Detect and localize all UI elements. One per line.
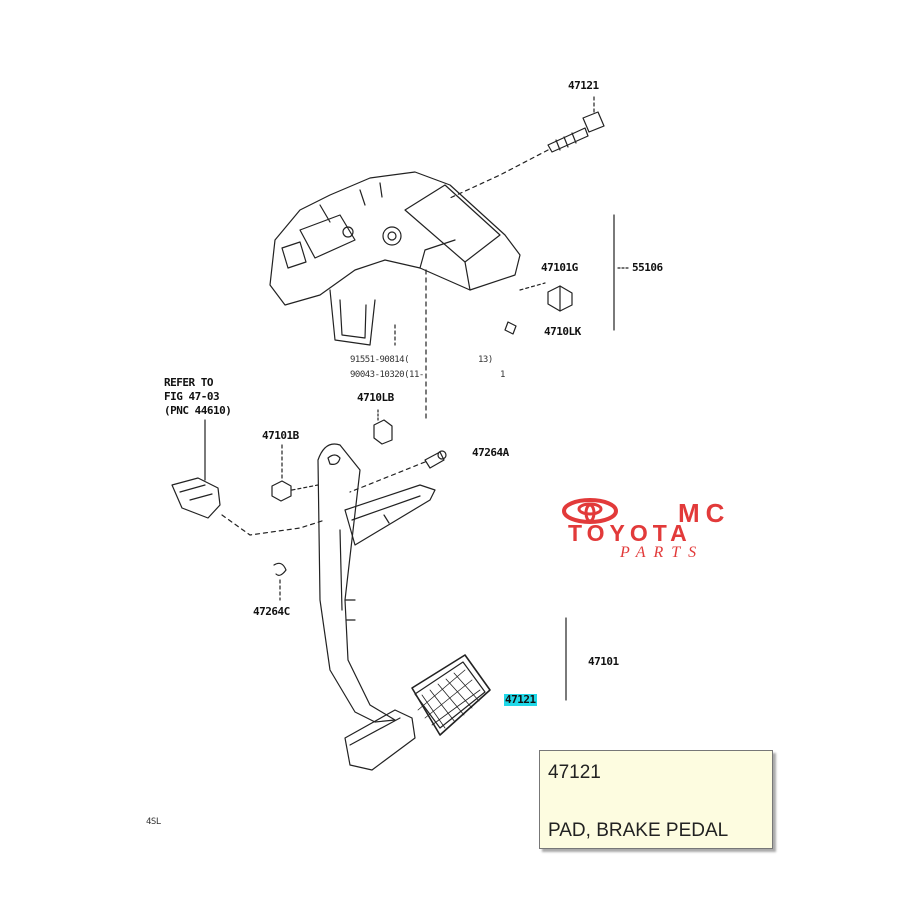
- callout-bolt-codes-3: 13): [478, 355, 493, 365]
- logo-line-mc: MC: [678, 498, 731, 528]
- callout-pin: 47264A: [472, 446, 509, 459]
- bushing-upper-drawing: [373, 419, 393, 445]
- logo-line-parts: PARTS: [620, 544, 705, 561]
- info-part-number: 47121: [548, 762, 601, 783]
- bushing-lower-drawing: [271, 480, 292, 502]
- pin-drawing: [424, 450, 447, 469]
- callout-refer-line-3: (PNC 44610): [164, 404, 232, 417]
- callout-refer-line-1: REFER TO: [164, 376, 213, 389]
- callout-clip: 47264C: [253, 605, 290, 618]
- callout-bolt-codes-2: 90043-10320(11-: [350, 370, 424, 380]
- info-part-description: PAD, BRAKE PEDAL: [548, 820, 729, 841]
- callout-refer-line-2: FIG 47-03: [164, 390, 220, 403]
- part-info-box: 47121 PAD, BRAKE PEDAL: [539, 750, 773, 849]
- callout-bolt-top: 47121: [568, 79, 599, 92]
- small-bolt-head-drawing: [504, 321, 517, 335]
- bolt-top-drawing: [547, 96, 605, 153]
- clip-drawing: [273, 562, 287, 576]
- brake-pad-drawing: [411, 654, 491, 736]
- switch-assembly-drawing: [171, 419, 221, 519]
- callout-bracket-sub: 4710LK: [544, 325, 581, 338]
- logo-line-toyota: TOYOTA: [568, 520, 692, 546]
- toyota-emblem-icon: [562, 498, 618, 524]
- bracket-nut-drawing: [547, 285, 573, 312]
- callout-pad-highlighted: 47121: [504, 693, 537, 706]
- callout-bushing-upper: 4710LB: [357, 391, 394, 404]
- callout-pedal-assy: 47101: [588, 655, 619, 668]
- diagram-code: 4SL: [146, 817, 161, 827]
- brake-pedal-arm-drawing: [317, 443, 436, 723]
- callout-bolt-codes-1: 91551-90814(: [350, 355, 410, 365]
- callout-bracket-nut: 47101G: [541, 261, 578, 274]
- callout-bolt-codes-4: 1: [500, 370, 505, 380]
- callout-bushing-lower: 47101B: [262, 429, 299, 442]
- pedal-foot-plate-drawing: [344, 709, 416, 771]
- pedal-bracket-drawing: [269, 171, 521, 346]
- mc-toyota-parts-logo: MC TOYOTA PARTS: [560, 498, 775, 566]
- callout-bracket-assy: 55106: [632, 261, 663, 274]
